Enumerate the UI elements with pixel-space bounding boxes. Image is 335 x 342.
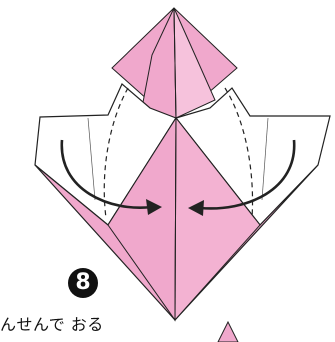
step-number-badge: 8 [68, 268, 98, 298]
next-figure-peak [218, 322, 238, 342]
step-instruction: んせんで おる [0, 311, 104, 335]
